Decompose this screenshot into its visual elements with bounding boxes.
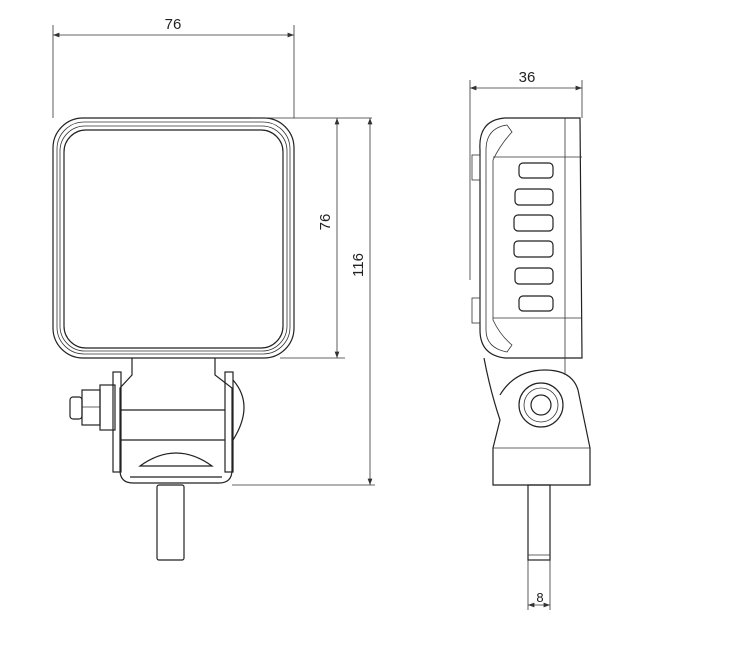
dimension-front-height: 76 — [250, 117, 372, 359]
nut — [69, 384, 116, 431]
dimension-stem-diameter: 8 — [527, 560, 551, 610]
mount-bracket — [112, 358, 245, 484]
dim-label-side-depth: 36 — [519, 69, 536, 86]
side-stem — [527, 484, 551, 561]
mount-stem — [156, 484, 185, 561]
side-bracket — [483, 357, 591, 486]
cooling-vents — [513, 162, 554, 312]
side-view — [471, 117, 591, 561]
dim-label-front-width: 76 — [165, 16, 182, 33]
dim-label-front-height: 76 — [317, 214, 334, 231]
dim-label-stem-diameter: 8 — [536, 590, 543, 605]
dimension-total-height: 116 — [232, 118, 375, 486]
dim-label-total-height: 116 — [350, 253, 367, 277]
side-housing — [479, 117, 583, 359]
front-view — [52, 117, 295, 561]
dimension-front-width: 76 — [52, 16, 295, 118]
lens — [63, 129, 284, 349]
pivot-bolt — [518, 382, 564, 428]
dimension-side-depth: 36 — [469, 69, 583, 280]
lamp-housing-outer — [52, 117, 295, 359]
